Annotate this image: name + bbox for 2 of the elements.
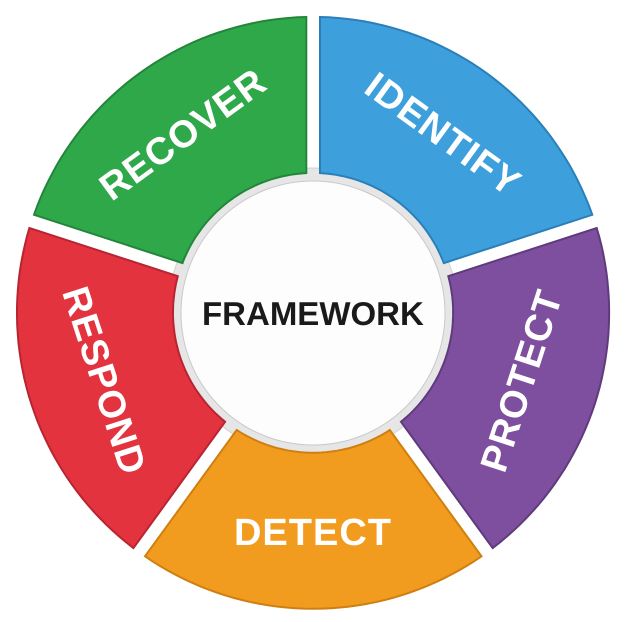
center-label: FRAMEWORK	[202, 296, 424, 330]
segment-label: DETECT	[234, 514, 392, 552]
